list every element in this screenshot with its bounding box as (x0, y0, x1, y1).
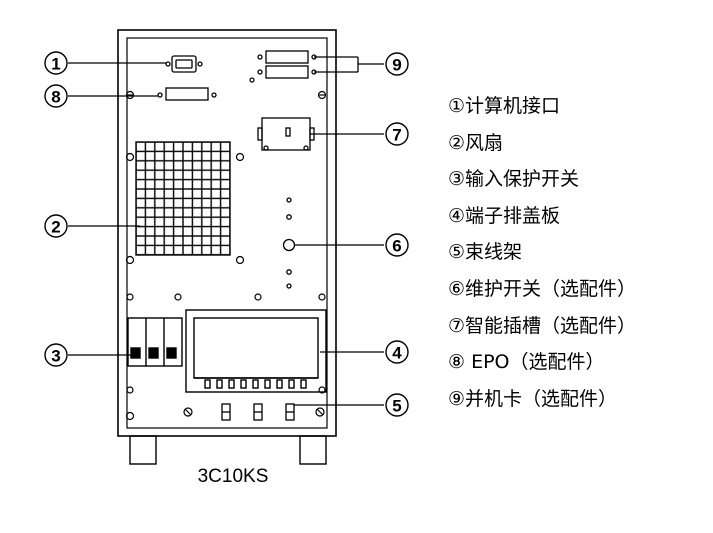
intelligent-slot (257, 117, 315, 151)
callout-5: 5 (392, 397, 401, 416)
callout-6: 6 (392, 237, 401, 256)
model-label: 3C10KS (197, 466, 269, 487)
legend-item-intelligent-slot: ⑦智能插槽（选配件） (448, 314, 637, 337)
fan-grille (135, 141, 231, 256)
right-foot (299, 435, 327, 465)
left-foot (129, 435, 157, 465)
legend-item-fan: ②风扇 (448, 131, 504, 154)
cabinet (117, 29, 337, 465)
callout-8: 8 (51, 88, 60, 107)
screws (125, 77, 327, 421)
callout-2: 2 (51, 218, 60, 237)
computer-interface-port (165, 55, 203, 73)
callout-7: 7 (392, 126, 401, 145)
legend-item-input-protection-switch: ③输入保护开关 (448, 168, 580, 191)
callout-4: 4 (392, 344, 402, 363)
legend-item-epo: ⑧ EPO（选配件） (448, 351, 605, 374)
callout-9: 9 (392, 56, 401, 75)
cable-rack (221, 403, 295, 421)
leader-lines (68, 56, 384, 406)
legend-item-parallel-card: ⑨并机卡（选配件） (448, 387, 618, 410)
legend-item-terminal-cover: ④端子排盖板 (448, 204, 561, 227)
legend-item-maintenance-switch: ⑥维护开关（选配件） (448, 277, 637, 300)
legend-item-computer-interface: ①计算机接口 (448, 95, 561, 117)
epo-port (157, 87, 217, 101)
component-legend: ①计算机接口 ②风扇 ③输入保护开关 ④端子排盖板 ⑤束线架 ⑥维护开关（选配件… (448, 88, 710, 417)
callout-3: 3 (51, 347, 60, 366)
callout-1: 1 (51, 55, 60, 74)
parallel-card-ports (257, 50, 317, 79)
legend-item-cable-rack: ⑤束线架 (448, 241, 523, 264)
callouts (44, 51, 409, 417)
terminal-block-cover (185, 309, 327, 393)
maintenance-switch (282, 197, 296, 289)
input-protection-switch (127, 317, 183, 367)
